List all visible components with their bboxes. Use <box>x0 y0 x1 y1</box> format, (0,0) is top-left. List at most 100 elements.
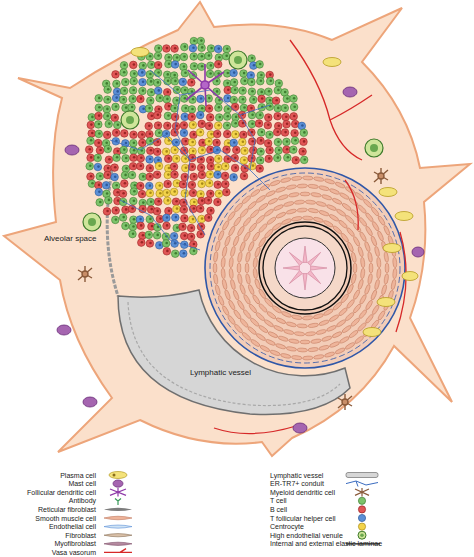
smooth-muscle-cell <box>365 300 373 311</box>
t-cell <box>103 113 111 121</box>
smooth-muscle-cell <box>230 279 236 290</box>
cell-nucleus <box>183 55 186 58</box>
smooth-muscle-cell <box>233 309 242 320</box>
smooth-muscle-cell <box>305 331 316 336</box>
t-cell <box>147 89 155 97</box>
cell-nucleus <box>159 184 162 187</box>
t-cell <box>248 78 256 86</box>
smooth-muscle-cell <box>227 211 236 222</box>
smooth-muscle-cell <box>303 176 314 180</box>
cell-nucleus <box>251 90 254 93</box>
cell-nucleus <box>106 82 109 85</box>
t-cell <box>154 52 162 60</box>
smooth-muscle-cell <box>278 335 289 342</box>
t-follicular-helper-cell <box>170 232 178 240</box>
smooth-muscle-cell <box>259 345 270 353</box>
fdc-sample <box>110 488 126 496</box>
centrocyte <box>197 190 205 198</box>
cell-nucleus <box>107 147 110 150</box>
b-cell <box>266 146 274 154</box>
cell-nucleus <box>218 124 221 127</box>
t-cell <box>207 45 215 53</box>
b-cell <box>274 112 282 120</box>
legend-text: Plasma cell <box>60 471 96 480</box>
t-cell <box>256 112 264 120</box>
cell-nucleus <box>200 233 203 236</box>
cell-nucleus <box>285 115 288 118</box>
smooth-muscle-cell <box>329 341 340 348</box>
cell-nucleus <box>132 165 135 168</box>
smooth-muscle-cell <box>253 257 258 268</box>
vessel-line <box>345 180 358 230</box>
smooth-muscle-cell <box>393 268 397 279</box>
smooth-muscle-cell <box>228 300 236 311</box>
cell-nucleus <box>131 207 134 210</box>
cell-nucleus <box>107 88 110 91</box>
cell-nucleus <box>124 174 127 177</box>
centrocyte-sample <box>358 523 365 530</box>
cell-nucleus <box>157 141 160 144</box>
cell-nucleus <box>116 191 119 194</box>
cell-nucleus <box>157 159 160 162</box>
cell-nucleus <box>193 249 196 252</box>
cell-nucleus <box>174 80 177 83</box>
cell-nucleus <box>233 141 236 144</box>
smooth-muscle-cell <box>280 177 291 183</box>
t-cell <box>290 95 298 103</box>
smooth-muscle-cell <box>230 246 236 257</box>
centrocyte <box>232 131 240 139</box>
cell-nucleus <box>151 225 154 228</box>
t-follicular-helper-cell <box>156 242 164 250</box>
smooth-muscle-cell <box>311 339 322 344</box>
t-cell <box>274 154 282 162</box>
cell-nucleus <box>151 63 154 66</box>
t-cell <box>146 216 154 224</box>
endothelial-cell <box>308 252 321 265</box>
cell-nucleus <box>193 201 196 204</box>
smooth-muscle-cell <box>313 176 324 181</box>
cell-nucleus <box>90 123 93 126</box>
smooth-muscle-cell <box>364 241 371 252</box>
b-cell <box>196 205 204 213</box>
smooth-muscle-cell <box>294 331 305 336</box>
smooth-muscle-cell <box>332 301 342 311</box>
cell-nucleus <box>183 124 186 127</box>
b-cell <box>180 232 188 240</box>
cell-nucleus <box>216 80 219 83</box>
b-cell <box>165 207 173 215</box>
cell-nucleus <box>90 175 93 178</box>
cell-nucleus <box>242 98 245 101</box>
t-cell <box>113 80 121 88</box>
cell-nucleus <box>227 142 230 145</box>
endothelial-cell <box>289 252 302 265</box>
t-cell <box>95 104 103 112</box>
smooth-muscle-cell <box>324 351 335 358</box>
b-cell <box>181 215 189 223</box>
cell-nucleus <box>202 141 205 144</box>
inner-conduit-ring <box>210 173 400 363</box>
smooth-muscle-cell <box>247 326 257 336</box>
t-cell <box>215 114 223 122</box>
smooth-muscle-cell <box>252 294 261 305</box>
b-cell <box>240 172 248 180</box>
cell-nucleus <box>174 148 177 151</box>
smooth-muscle-cell <box>308 347 319 352</box>
cell-nucleus <box>210 133 213 136</box>
cell-nucleus <box>124 132 127 135</box>
cell-nucleus <box>201 46 204 49</box>
cell-nucleus <box>122 98 125 101</box>
t-cell <box>147 198 155 206</box>
t-cell <box>274 105 282 113</box>
cell-nucleus <box>260 91 263 94</box>
t-cell <box>274 138 282 146</box>
cell-nucleus <box>133 80 136 83</box>
smooth-muscle-cell <box>283 201 294 207</box>
smooth-muscle-cell <box>213 274 218 285</box>
cell-nucleus <box>193 133 196 136</box>
cell-nucleus <box>159 244 162 247</box>
cell-nucleus <box>191 108 194 111</box>
cell-nucleus <box>193 65 196 68</box>
cell-nucleus <box>123 89 126 92</box>
mast-cell <box>412 247 424 257</box>
cell-nucleus <box>278 149 281 152</box>
